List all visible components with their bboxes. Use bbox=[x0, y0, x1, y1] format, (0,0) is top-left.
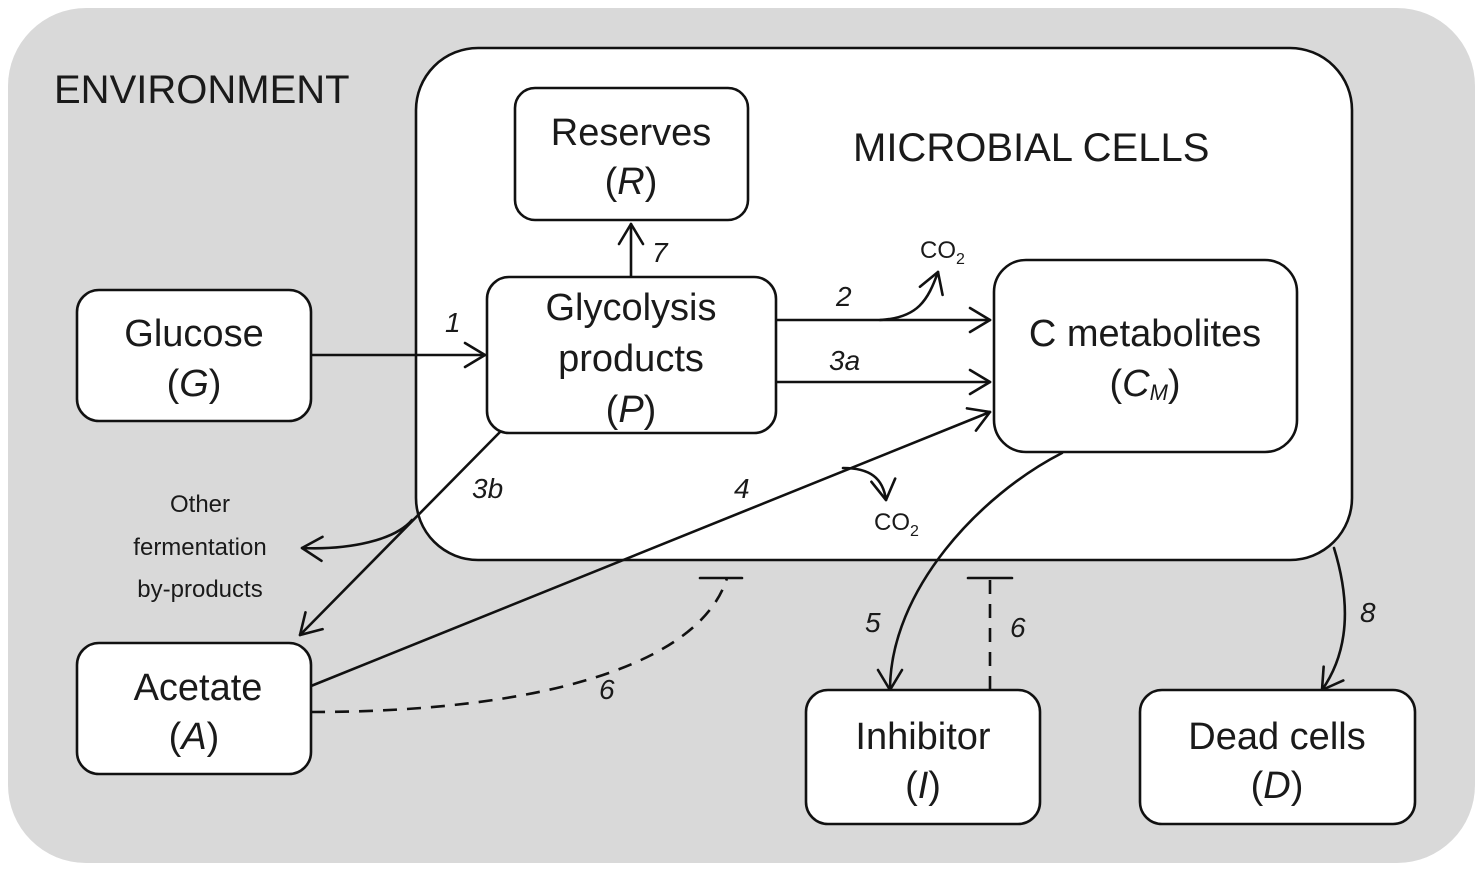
environment-label: ENVIRONMENT bbox=[54, 68, 350, 112]
co2-label-bottom: CO2 bbox=[874, 509, 919, 540]
node-glucose: Glucose (G) bbox=[75, 288, 313, 423]
glycolysis-line1: Glycolysis bbox=[545, 287, 716, 329]
glucose-symbol: (G) bbox=[167, 363, 222, 405]
glucose-name: Glucose bbox=[124, 313, 263, 355]
microbial-cells-label: MICROBIAL CELLS bbox=[853, 126, 1209, 170]
node-inhibitor: Inhibitor (I) bbox=[804, 688, 1042, 826]
edge-3b-byproducts-branch bbox=[300, 518, 414, 563]
glycolysis-line2: products bbox=[558, 338, 704, 380]
c-metabolites-symbol: (CM) bbox=[1109, 363, 1180, 405]
acetate-symbol: (A) bbox=[169, 716, 220, 758]
edge-label-4: 4 bbox=[734, 473, 750, 504]
edge-label-3b: 3b bbox=[472, 473, 503, 504]
byproducts-line1: Other bbox=[170, 491, 230, 518]
inhibitor-symbol: (I) bbox=[905, 765, 941, 807]
edge-6-acetate-inhibition bbox=[310, 577, 729, 714]
inhibitor-name: Inhibitor bbox=[855, 716, 991, 758]
acetate-name: Acetate bbox=[134, 667, 263, 709]
edge-label-5: 5 bbox=[865, 607, 881, 638]
node-c-metabolites: C metabolites (CM) bbox=[992, 258, 1299, 454]
byproducts-line3: by-products bbox=[137, 576, 262, 603]
edge-label-6a: 6 bbox=[599, 674, 615, 705]
node-reserves: Reserves (R) bbox=[513, 86, 750, 222]
reserves-name: Reserves bbox=[551, 112, 712, 154]
edge-label-8: 8 bbox=[1360, 597, 1376, 628]
byproducts-line2: fermentation bbox=[133, 534, 266, 561]
edge-3b-arrow bbox=[298, 430, 502, 637]
edge-8-arrow bbox=[1320, 546, 1347, 692]
co2-label-top: CO2 bbox=[920, 237, 965, 268]
node-glycolysis-products: Glycolysis products (P) bbox=[485, 275, 778, 435]
edge-label-2: 2 bbox=[835, 281, 852, 312]
edge-label-1: 1 bbox=[445, 307, 461, 338]
edge-label-7: 7 bbox=[652, 237, 669, 268]
node-dead-cells: Dead cells (D) bbox=[1138, 688, 1417, 826]
c-metabolites-name: C metabolites bbox=[1029, 313, 1261, 355]
edge-4-co2-branch bbox=[841, 466, 897, 502]
edge-2-co2-branch bbox=[878, 270, 944, 322]
edge-5-arrow bbox=[876, 451, 1064, 692]
other-byproducts-label: Other fermentation by-products bbox=[133, 491, 266, 603]
edge-4-arrow bbox=[309, 407, 992, 688]
node-acetate: Acetate (A) bbox=[75, 641, 313, 776]
dead-cells-name: Dead cells bbox=[1188, 716, 1365, 758]
dead-cells-symbol: (D) bbox=[1251, 765, 1304, 807]
edge-label-3a: 3a bbox=[829, 345, 860, 376]
glycolysis-symbol: (P) bbox=[606, 389, 657, 431]
edge-label-6b: 6 bbox=[1010, 612, 1026, 643]
reserves-symbol: (R) bbox=[605, 161, 658, 203]
